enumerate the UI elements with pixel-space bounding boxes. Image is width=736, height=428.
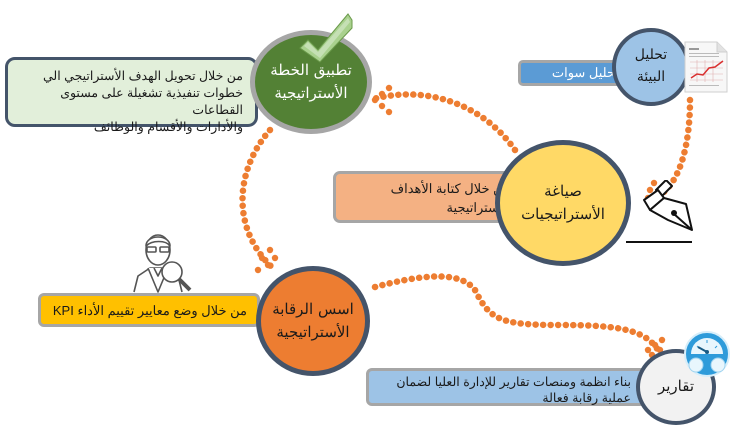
connector-control-reports	[371, 273, 662, 354]
environment-description-line: تحليل سوات	[551, 65, 619, 80]
node-strategic-control[interactable]: اسس الرقابة الأستراتيجية	[256, 266, 370, 376]
reports-description-line: عملية رقابة فعالة	[542, 391, 631, 406]
connector-implementation-control	[239, 126, 279, 274]
node-formulation-title-1: صياغة	[544, 181, 582, 200]
implementation-description-line: خطوات تنفيذية تشغيلة على مستوى القطاعات	[60, 85, 243, 117]
formulation-description-line: من خلال كتابة الأهداف	[390, 181, 510, 196]
checkmark-icon	[299, 13, 353, 63]
node-reports-title: تقارير	[657, 377, 695, 396]
implementation-description-line: والأدارات والأقسام والوظائف	[93, 119, 243, 134]
node-implementation-title-1: تطبيق الخطة	[270, 60, 352, 79]
connector-environment-formulation	[656, 96, 694, 199]
report-chart-icon	[684, 41, 728, 93]
node-control-title-1: اسس الرقابة	[272, 299, 354, 318]
formulation-description-line: الأستراتيجية	[446, 199, 510, 215]
reports-description-box: بناء انظمة ومنصات تقارير للإدارة العليا …	[366, 368, 646, 406]
node-control-title-2: الأستراتيجية	[276, 323, 350, 341]
node-environment-title-2: البيئة	[636, 69, 666, 85]
environment-description-box: تحليل سوات	[518, 60, 630, 86]
connector-formulation-implementation	[366, 91, 519, 154]
reports-description-line: بناء انظمة ومنصات تقارير للإدارة العليا …	[396, 375, 631, 389]
control-description-line: من خلال وضع معايير تقييم الأداء KPI	[52, 303, 247, 318]
node-strategy-formulation[interactable]: صياغة الأستراتيجيات	[495, 140, 631, 266]
node-environment-analysis[interactable]: تحليل البيئة	[612, 28, 690, 106]
control-description-box: من خلال وضع معايير تقييم الأداء KPI	[38, 293, 260, 327]
node-environment-title-1: تحليل	[634, 47, 668, 64]
node-reports[interactable]: تقارير	[636, 349, 716, 425]
implementation-description-line: من خلال تحويل الهدف الأستراتيجي الي	[42, 69, 243, 83]
fountain-pen-icon	[626, 180, 693, 243]
node-implementation-title-2: الأستراتيجية	[274, 84, 348, 102]
formulation-description-box: من خلال كتابة الأهداف الأستراتيجية	[333, 171, 523, 223]
node-formulation-title-2: الأستراتيجيات	[521, 205, 605, 223]
dashboard-gauge-icon	[684, 331, 730, 377]
person-magnifier-icon	[133, 234, 192, 293]
implementation-description-box: من خلال تحويل الهدف الأستراتيجي الي خطوا…	[5, 57, 258, 134]
